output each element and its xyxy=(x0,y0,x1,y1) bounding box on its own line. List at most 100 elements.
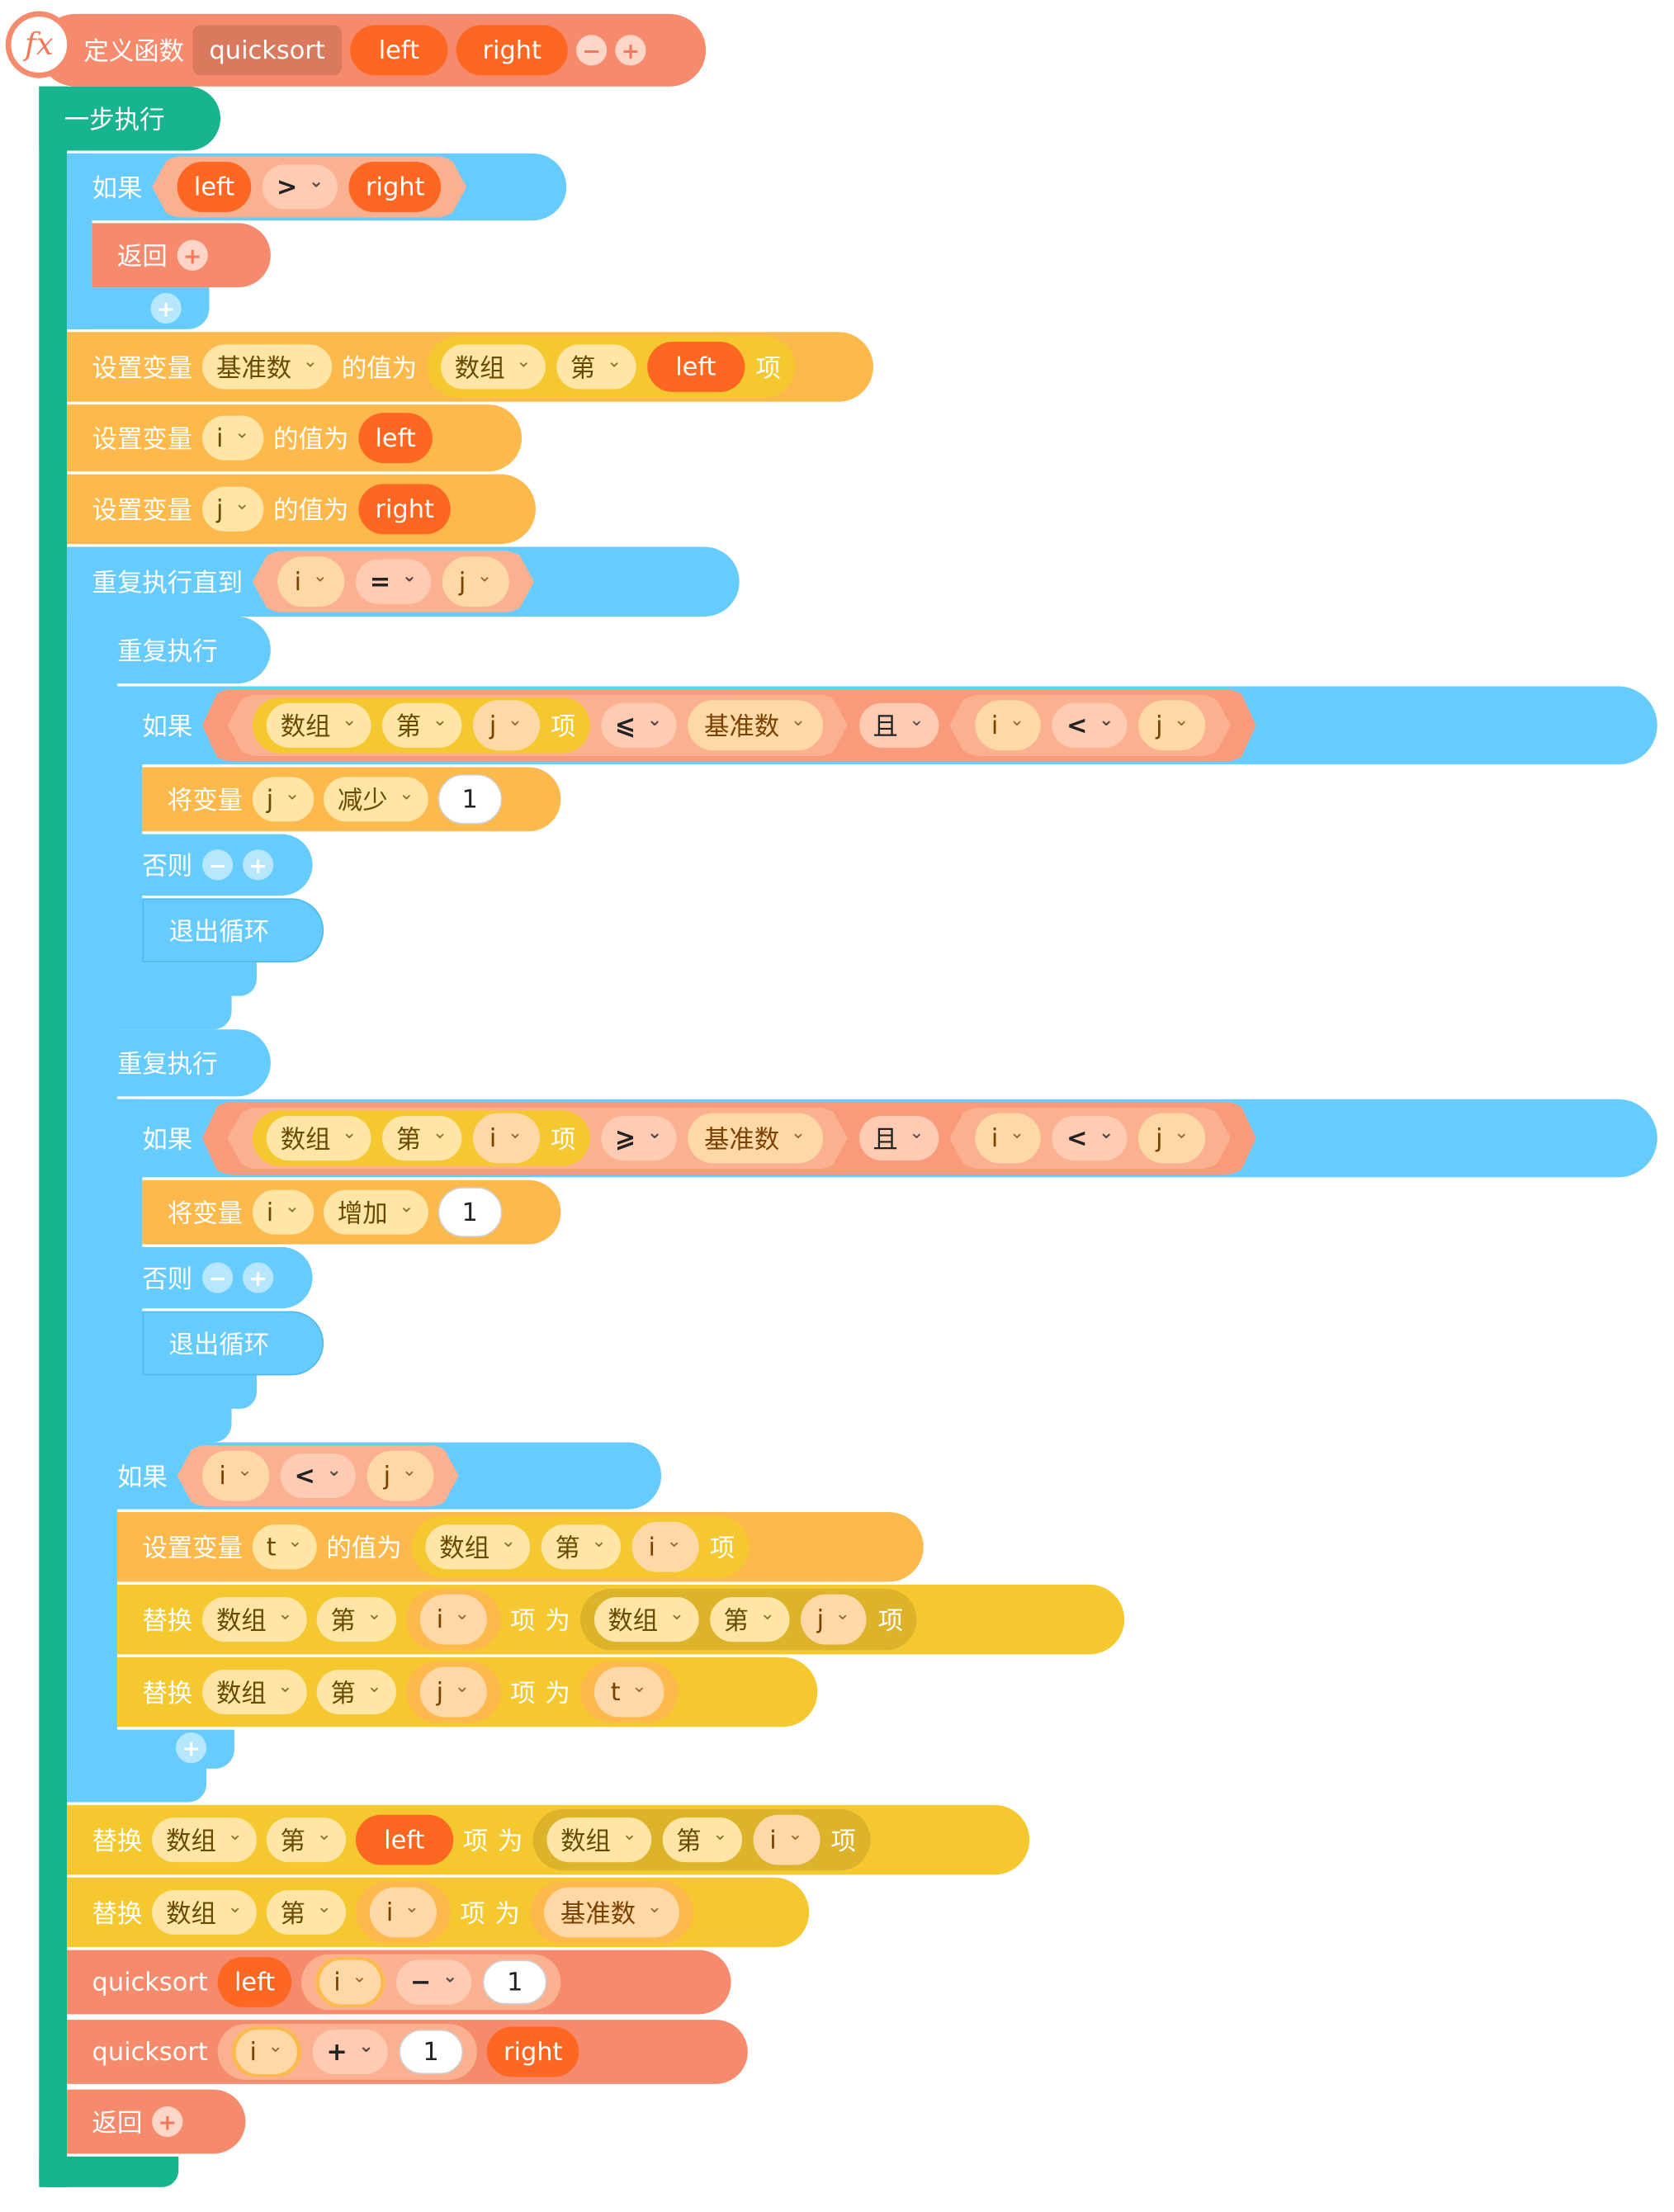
nth-select[interactable]: 第 xyxy=(541,1524,621,1570)
and-block[interactable]: 数组 第 i 项 ⩾ 基准数 且 i < j xyxy=(202,1102,1256,1175)
operator-select[interactable]: > xyxy=(262,164,338,209)
add-else-button[interactable]: + xyxy=(150,292,182,324)
var-j[interactable]: j xyxy=(442,556,509,607)
sequence-block[interactable]: 一步执行 xyxy=(39,86,221,151)
nth-select[interactable]: 第 xyxy=(709,1597,789,1642)
var-i[interactable]: i xyxy=(975,1113,1042,1164)
variable-select[interactable]: j xyxy=(202,486,264,532)
list-item-block[interactable]: 数组 第 left 项 xyxy=(426,336,795,398)
function-name-field[interactable]: quicksort xyxy=(192,25,343,76)
list-select[interactable]: 数组 xyxy=(425,1524,530,1570)
change-variable-block[interactable]: 将变量 j 减少 1 xyxy=(142,767,561,832)
nth-select[interactable]: 第 xyxy=(556,344,636,390)
comparison-block[interactable]: 数组 第 j 项 ⩽ 基准数 xyxy=(227,695,847,756)
operator-select[interactable]: < xyxy=(281,1453,356,1498)
comparison-block[interactable]: 数组 第 i 项 ⩾ 基准数 xyxy=(227,1108,847,1169)
number-input[interactable]: 1 xyxy=(437,1187,503,1238)
variable-reporter[interactable]: i xyxy=(315,1957,385,2007)
variable-select[interactable]: 基准数 xyxy=(202,344,333,390)
operator-select[interactable]: ⩾ xyxy=(601,1116,676,1160)
list-select[interactable]: 数组 xyxy=(202,1597,307,1642)
list-select[interactable]: 数组 xyxy=(152,1889,257,1936)
var-right[interactable]: right xyxy=(358,484,452,535)
logic-select[interactable]: 且 xyxy=(858,703,938,748)
var-i[interactable]: i xyxy=(319,1959,381,2005)
var-pivot[interactable]: 基准数 xyxy=(543,1887,679,1938)
add-else-button[interactable]: + xyxy=(175,1732,207,1764)
comparison-block[interactable]: i < j xyxy=(177,1445,459,1506)
list-select[interactable]: 数组 xyxy=(593,1597,699,1642)
var-left[interactable]: left xyxy=(217,1957,292,2007)
operator-select[interactable]: < xyxy=(1052,703,1128,748)
nth-select[interactable]: 第 xyxy=(266,1889,346,1936)
list-select[interactable]: 数组 xyxy=(267,703,371,748)
var-j[interactable]: j xyxy=(800,1594,868,1645)
variable-select[interactable]: t xyxy=(252,1524,317,1570)
replace-item-block[interactable]: 替换 数组 第 j 项 为 t xyxy=(116,1657,818,1728)
var-i[interactable]: i xyxy=(473,1113,540,1164)
var-i[interactable]: i xyxy=(277,556,344,607)
nth-select[interactable]: 第 xyxy=(662,1817,742,1863)
nth-select[interactable]: 第 xyxy=(382,703,461,748)
var-j[interactable]: j xyxy=(419,1666,487,1718)
add-button[interactable]: + xyxy=(152,2106,183,2138)
number-input[interactable]: 1 xyxy=(399,2029,463,2075)
var-j[interactable]: j xyxy=(473,700,540,750)
var-left[interactable]: left xyxy=(355,1814,453,1865)
repeat-until-block[interactable]: 重复执行直到 i = j xyxy=(67,546,740,617)
function-call-block[interactable]: quicksort left i − 1 xyxy=(67,1950,731,2015)
variable-reporter[interactable]: i xyxy=(355,1881,451,1944)
set-variable-block[interactable]: 设置变量 t 的值为 数组 第 i 项 xyxy=(116,1511,924,1582)
var-pivot[interactable]: 基准数 xyxy=(688,700,823,750)
var-left[interactable]: left xyxy=(646,342,745,392)
var-i[interactable]: i xyxy=(369,1887,437,1938)
comparison-block[interactable]: left > right xyxy=(152,156,466,217)
var-left[interactable]: left xyxy=(177,162,252,212)
operator-select[interactable]: = xyxy=(356,560,431,604)
variable-reporter[interactable]: t xyxy=(579,1661,678,1723)
param-left[interactable]: left xyxy=(350,25,448,76)
and-block[interactable]: 数组 第 j 项 ⩽ 基准数 且 i < j xyxy=(202,689,1256,762)
replace-item-block[interactable]: 替换 数组 第 left 项 为 数组 第 i 项 xyxy=(67,1804,1030,1875)
var-right[interactable]: right xyxy=(486,2026,579,2077)
set-variable-block[interactable]: 设置变量 j 的值为 right xyxy=(67,474,536,545)
define-function-block[interactable]: 定义函数 quicksort left right − + xyxy=(39,13,707,87)
if-block[interactable]: 如果 i < j xyxy=(92,1442,662,1510)
remove-else-button[interactable]: − xyxy=(202,849,234,881)
variable-select[interactable]: i xyxy=(252,1189,314,1235)
operator-select[interactable]: − xyxy=(396,1959,472,2005)
remove-param-button[interactable]: − xyxy=(575,35,608,66)
change-variable-block[interactable]: 将变量 i 增加 1 xyxy=(142,1179,561,1245)
list-select[interactable]: 数组 xyxy=(440,344,546,390)
variable-reporter[interactable]: j xyxy=(405,1661,501,1723)
math-block[interactable]: i + 1 xyxy=(217,2024,477,2080)
var-pivot[interactable]: 基准数 xyxy=(688,1113,823,1164)
break-block[interactable]: 退出循环 xyxy=(142,1311,324,1376)
list-item-block[interactable]: 数组 第 i 项 xyxy=(532,1808,870,1871)
set-variable-block[interactable]: 设置变量 基准数 的值为 数组 第 left 项 xyxy=(67,332,873,402)
var-i[interactable]: i xyxy=(202,1451,269,1501)
var-j[interactable]: j xyxy=(1139,700,1206,750)
list-select[interactable]: 数组 xyxy=(267,1116,371,1160)
list-item-block[interactable]: 数组 第 j 项 xyxy=(253,697,590,754)
change-mode-select[interactable]: 减少 xyxy=(323,777,428,822)
add-elseif-button[interactable]: + xyxy=(243,849,274,881)
operator-select[interactable]: + xyxy=(312,2029,388,2075)
return-block[interactable]: 返回 + xyxy=(92,223,271,288)
comparison-block[interactable]: i < j xyxy=(949,1108,1231,1169)
var-i[interactable]: i xyxy=(975,700,1042,750)
nth-select[interactable]: 第 xyxy=(316,1597,396,1642)
return-block[interactable]: 返回 + xyxy=(67,2089,246,2154)
var-i[interactable]: i xyxy=(752,1814,820,1865)
function-call-block[interactable]: quicksort i + 1 right xyxy=(67,2020,748,2084)
var-j[interactable]: j xyxy=(366,1451,433,1501)
repeat-block[interactable]: 重复执行 xyxy=(92,1029,271,1097)
number-input[interactable]: 1 xyxy=(437,773,503,825)
variable-reporter[interactable]: 基准数 xyxy=(529,1881,693,1944)
operator-select[interactable]: < xyxy=(1052,1116,1128,1160)
repeat-block[interactable]: 重复执行 xyxy=(92,616,271,684)
list-select[interactable]: 数组 xyxy=(152,1817,257,1863)
nth-select[interactable]: 第 xyxy=(316,1669,396,1715)
var-i[interactable]: i xyxy=(631,1521,699,1572)
number-input[interactable]: 1 xyxy=(482,1959,547,2005)
